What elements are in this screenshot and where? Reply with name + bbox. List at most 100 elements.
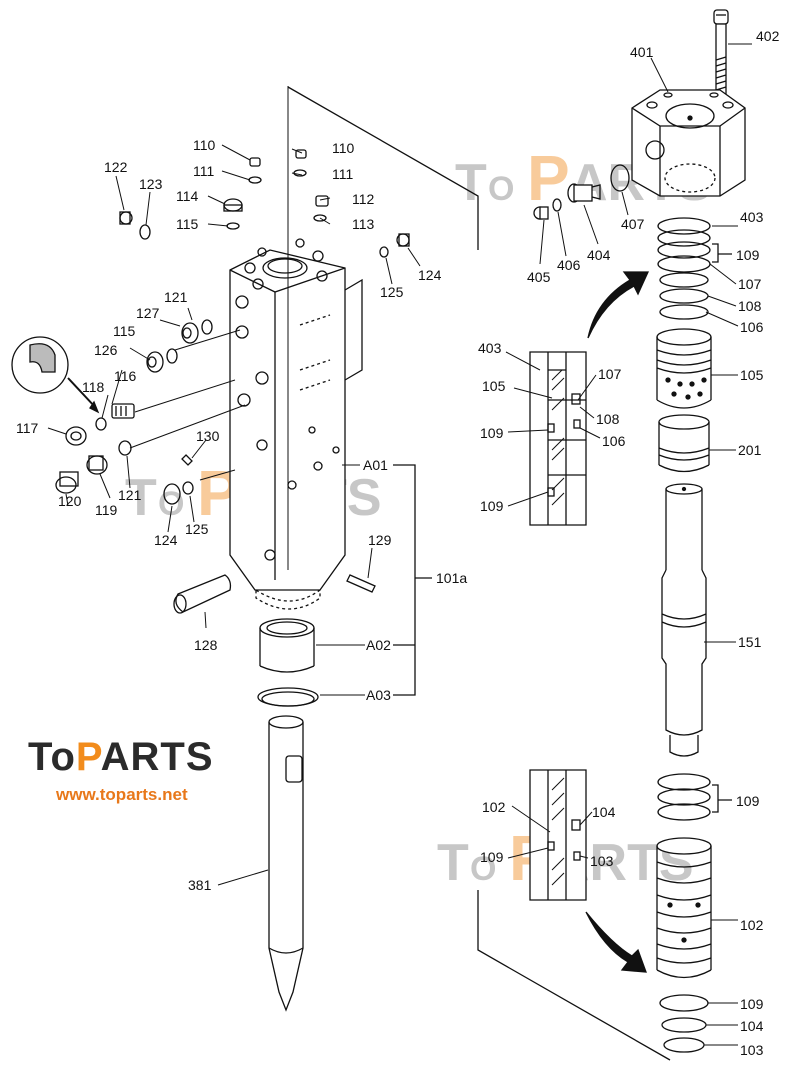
- svg-text:O: O: [488, 170, 514, 208]
- callout-402: 402: [756, 28, 780, 44]
- brand-logo: ToPARTS www.toparts.net: [28, 735, 248, 810]
- svg-text:T: T: [125, 469, 157, 527]
- sleeve-102: [656, 837, 712, 979]
- brand-url: www.toparts.net: [56, 785, 188, 804]
- arrow-upper: [587, 271, 650, 339]
- side-port-parts: [55, 319, 246, 505]
- frame-line-top: [287, 86, 479, 250]
- callout-129: 129: [368, 532, 392, 548]
- svg-text:P: P: [527, 142, 570, 214]
- callout-101a: 101a: [436, 570, 467, 586]
- bushing-A02: [259, 618, 315, 673]
- o-ring-406: [552, 198, 562, 212]
- small-parts-top: [119, 149, 410, 258]
- ring-A03: [257, 687, 319, 707]
- leader-lines-left: [47, 144, 421, 886]
- callout-112: 112: [352, 191, 375, 207]
- brand-wordmark: ToPARTS: [28, 735, 214, 779]
- ring-stack-bottom: [659, 994, 709, 1053]
- pin-128: [173, 574, 232, 614]
- callout-102-a: 102: [482, 799, 506, 815]
- callout-127: 127: [136, 305, 160, 321]
- leader-lines-right: [505, 43, 752, 1046]
- callout-103-a: 103: [590, 853, 614, 869]
- callout-404: 404: [587, 247, 611, 263]
- brand-part-arts: ARTS: [100, 735, 214, 779]
- callout-124-b: 124: [154, 532, 178, 548]
- callout-104-a: 104: [592, 804, 616, 820]
- callout-A03: A03: [366, 687, 391, 703]
- callout-108-a: 108: [738, 298, 762, 314]
- section-view-upper: [529, 351, 587, 526]
- seal-detail-inset: [11, 336, 100, 414]
- ring-stack-lower: [657, 773, 711, 821]
- plug-404: [567, 183, 601, 203]
- callout-109-b: 109: [480, 425, 504, 441]
- callout-201: 201: [738, 442, 762, 458]
- plug-405: [533, 206, 549, 220]
- callout-111-b: 111: [332, 166, 353, 182]
- callout-104-b: 104: [740, 1018, 764, 1034]
- callout-108-b: 108: [596, 411, 620, 427]
- callout-109-f: 109: [740, 996, 764, 1012]
- o-ring-407: [610, 164, 630, 192]
- callout-103-b: 103: [740, 1042, 764, 1058]
- chisel-381: [268, 715, 304, 1012]
- valve-cap-401: [631, 89, 746, 197]
- bushing-201: [658, 414, 710, 473]
- callout-124-a: 124: [418, 267, 442, 283]
- callout-113: 113: [352, 216, 375, 232]
- callout-403: 403: [740, 209, 764, 225]
- callout-labels: 402 401 407 403 109 107 108 106 404 405 …: [16, 28, 780, 1058]
- brand-part-p: P: [75, 735, 101, 779]
- callout-121-a: 121: [164, 289, 188, 305]
- piston-151: [661, 483, 707, 757]
- callout-130: 130: [196, 428, 220, 444]
- callout-407: 407: [621, 216, 645, 232]
- callout-117: 117: [16, 420, 39, 436]
- callout-105-b: 105: [482, 378, 506, 394]
- callout-A01: A01: [363, 457, 388, 473]
- callout-105-a: 105: [740, 367, 764, 383]
- callout-111-a: 111: [193, 163, 214, 179]
- callout-120: 120: [58, 493, 82, 509]
- bracket-109-upper: [712, 243, 732, 263]
- callout-109-e: 109: [480, 849, 504, 865]
- callout-116: 116: [114, 368, 137, 384]
- callout-125-b: 125: [185, 521, 209, 537]
- callout-106-b: 106: [602, 433, 626, 449]
- arrow-lower: [585, 911, 647, 973]
- callout-403-b: 403: [478, 340, 502, 356]
- callout-110-a: 110: [193, 137, 216, 153]
- callout-115-b: 115: [113, 323, 136, 339]
- brand-part-to: To: [28, 735, 76, 779]
- callout-128: 128: [194, 637, 218, 653]
- callout-115-a: 115: [176, 216, 199, 232]
- sleeve-105: [656, 328, 712, 409]
- ring-stack-upper: [657, 217, 711, 320]
- callout-126: 126: [94, 342, 118, 358]
- callout-405: 405: [527, 269, 551, 285]
- callout-125-a: 125: [380, 284, 404, 300]
- callout-109-d: 109: [736, 793, 760, 809]
- svg-text:O: O: [470, 850, 496, 888]
- callout-119: 119: [95, 502, 118, 518]
- frame-line-bottom: [477, 890, 671, 1061]
- callout-107-a: 107: [738, 276, 762, 292]
- callout-118: 118: [82, 379, 105, 395]
- callout-110-b: 110: [332, 140, 355, 156]
- callout-401: 401: [630, 44, 654, 60]
- callout-121-b: 121: [118, 487, 142, 503]
- bolt-402: [713, 9, 729, 95]
- assembly-bracket-101a: [393, 464, 432, 696]
- callout-151: 151: [738, 634, 762, 650]
- section-view-lower: [529, 769, 587, 901]
- callout-406: 406: [557, 257, 581, 273]
- svg-text:T: T: [455, 154, 487, 212]
- callout-109-c: 109: [480, 498, 504, 514]
- callout-381: 381: [188, 877, 212, 893]
- callout-A02: A02: [366, 637, 391, 653]
- callout-107-b: 107: [598, 366, 622, 382]
- callout-106-a: 106: [740, 319, 764, 335]
